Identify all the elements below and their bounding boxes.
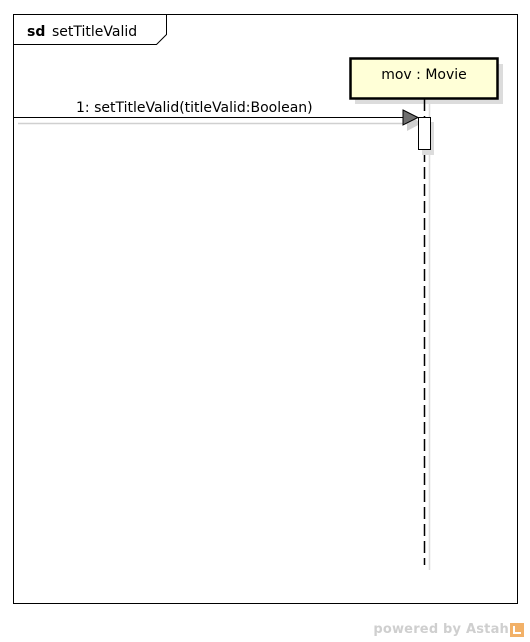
lifeline-head [349, 57, 499, 100]
message-arrowhead [402, 109, 420, 126]
activation-bar [418, 117, 431, 150]
lifeline-label: mov : Movie [381, 67, 467, 83]
frame-border [13, 14, 518, 604]
frame-keyword: sd [27, 24, 45, 40]
watermark-text: powered by Astah [373, 622, 509, 637]
frame-title: setTitleValid [52, 24, 137, 40]
astah-watermark: powered by Astah [373, 622, 524, 637]
frame-label-box [13, 14, 167, 45]
message-label: 1: setTitleValid(titleValid:Boolean) [76, 100, 313, 116]
astah-logo-icon [510, 622, 524, 637]
